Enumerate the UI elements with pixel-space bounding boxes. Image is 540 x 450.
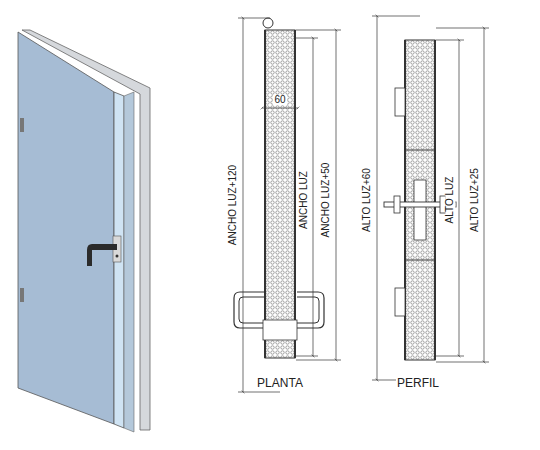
view-title: PERFIL: [396, 377, 440, 389]
dimension-label: ALTO LUZ+60: [362, 167, 372, 233]
dimension-label: ALTO LUZ: [445, 176, 455, 225]
dimension-label: ALTO LUZ+25: [470, 167, 480, 233]
dimension-label: ANCHO LUZ+50: [321, 162, 331, 239]
view-title: PLANTA: [256, 377, 304, 389]
dimension-label: 60: [273, 95, 286, 105]
dimension-label: ANCHO LUZ+120: [228, 164, 238, 246]
dimension-label: ANCHO LUZ: [299, 170, 309, 230]
